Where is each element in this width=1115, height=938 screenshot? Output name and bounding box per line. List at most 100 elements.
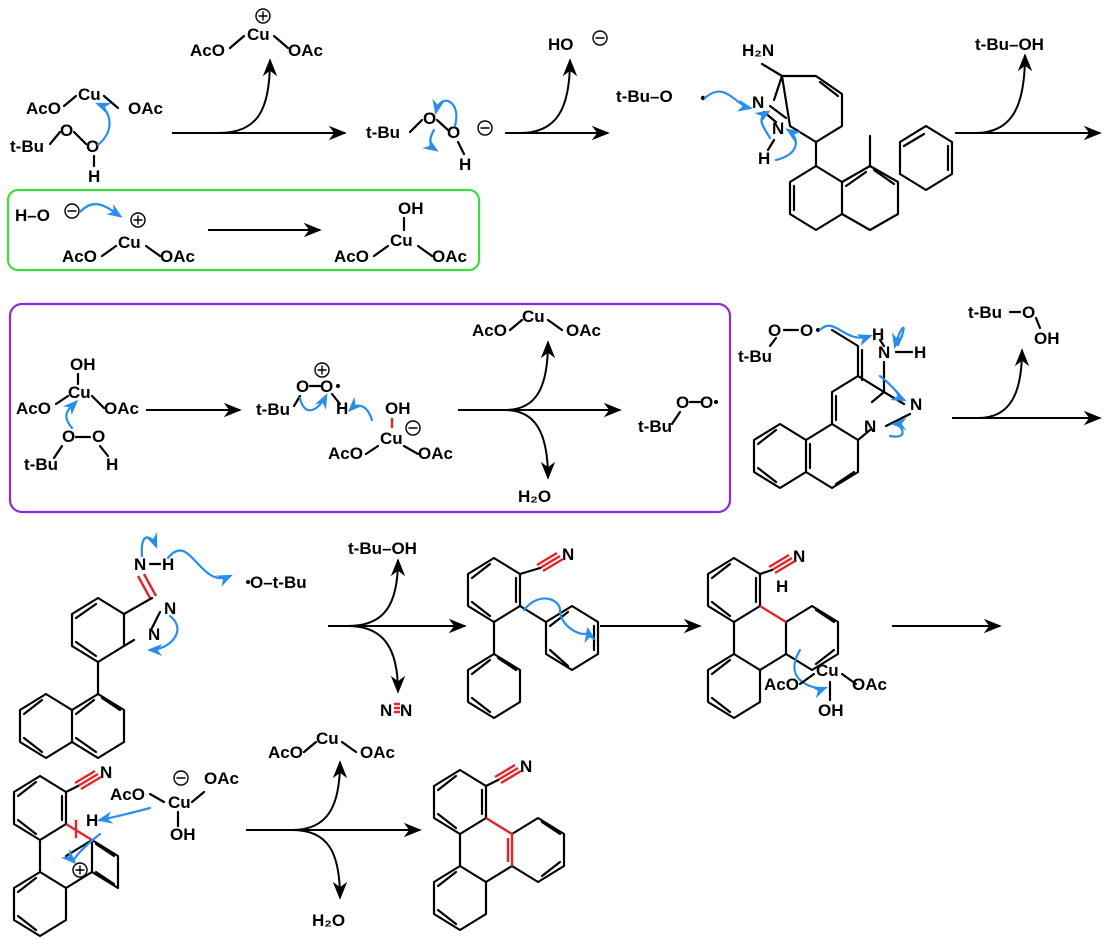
o2-label: O xyxy=(86,137,99,156)
oac-label: OAc xyxy=(418,444,453,463)
cn-n-label: N xyxy=(793,547,805,566)
n-label: N xyxy=(134,555,146,574)
aminoindazole-substrate: t-Bu–O H₂N N N H xyxy=(616,41,954,232)
cu-label: Cu xyxy=(78,85,101,104)
oac-label: OAc xyxy=(104,399,139,418)
oac-label: OAc xyxy=(128,99,163,118)
aco-label: AcO xyxy=(328,444,363,463)
cu-label: Cu xyxy=(118,233,141,252)
n2-gas-label: N xyxy=(380,701,392,720)
cn-n-label: N xyxy=(100,763,112,782)
o6-label: O xyxy=(700,393,713,412)
oh-label: OH xyxy=(818,701,844,720)
o1-label: O xyxy=(768,321,781,340)
arrow-1: AcO Cu OAc xyxy=(172,8,347,141)
row-1-initiation: AcO Cu OAc t-Bu O O H AcO Cu OAc t-Bu O xyxy=(10,8,1102,232)
h-label: H xyxy=(872,325,884,344)
green-box-hydroxide-capture: H–O Cu AcO OAc OH Cu AcO OAc xyxy=(6,188,481,272)
h-label: H xyxy=(336,399,348,418)
oh-label: OH xyxy=(70,355,96,374)
n2-gas-label-2: N xyxy=(400,701,412,720)
h2-label: H xyxy=(914,343,926,362)
h-label: H xyxy=(106,455,118,474)
n1-label: N xyxy=(752,93,764,112)
tbu-label: t-Bu xyxy=(10,137,44,156)
cu-label: Cu xyxy=(816,661,839,680)
tbu-label: t-Bu xyxy=(256,400,290,419)
row-2-hydrogen-abstraction: t-Bu O O H N H N N t-Bu O OH xyxy=(738,303,1102,490)
aco-label: AcO xyxy=(334,247,369,266)
o5-label: O xyxy=(676,393,689,412)
n-label: N xyxy=(878,343,890,362)
h-label: H xyxy=(776,577,788,596)
tbuooh-anion: t-Bu O O H xyxy=(366,98,493,174)
tbu-label: t-Bu xyxy=(738,347,772,366)
cu-label: Cu xyxy=(380,429,403,448)
tbuoh-label: t-Bu–OH xyxy=(348,539,417,558)
purple-box-peroxyl-formation: OH Cu AcO OAc O O t-Bu H t-Bu O O H OH C… xyxy=(8,302,732,514)
row-4-rearomatization: N H AcO Cu OAc OH AcO Cu OAc H₂O N xyxy=(12,729,566,938)
cn-n-label: N xyxy=(520,757,532,776)
aco-label: AcO xyxy=(26,99,61,118)
o3-label: O xyxy=(1022,303,1035,322)
cu-label: Cu xyxy=(316,729,339,748)
cu-plus-label: Cu xyxy=(247,25,270,44)
oac-label: OAc xyxy=(852,675,887,694)
arrow-2: HO xyxy=(505,30,610,141)
aco-label: AcO xyxy=(472,321,507,340)
h-label: H xyxy=(162,555,174,574)
ho-label: H–O xyxy=(15,206,50,225)
h-label: H xyxy=(459,155,471,174)
tbu-label: t-Bu xyxy=(24,455,58,474)
cu-oac2-tbuooh: AcO Cu OAc t-Bu O O H xyxy=(10,85,163,186)
aco-label: AcO xyxy=(190,41,225,60)
n2-label: N xyxy=(910,395,922,414)
o1-label: O xyxy=(60,121,73,140)
o2-label: O xyxy=(800,321,813,340)
oac-label: OAc xyxy=(204,769,239,788)
o2-label: O xyxy=(447,123,460,142)
o2-label: O xyxy=(92,427,105,446)
aco-label: AcO xyxy=(62,247,97,266)
cu-label: Cu xyxy=(168,793,191,812)
water-label: H₂O xyxy=(312,911,345,930)
n3-label: N xyxy=(148,625,160,644)
o1-label: O xyxy=(62,427,75,446)
oac-label: OAc xyxy=(160,247,195,266)
tbu-label: t-Bu xyxy=(968,303,1002,322)
o4-label: O xyxy=(320,377,333,396)
o1-label: O xyxy=(423,109,436,128)
oac-label: OAc xyxy=(288,41,323,60)
cu-label: Cu xyxy=(68,383,91,402)
cu-label: Cu xyxy=(390,231,413,250)
oac-label: OAc xyxy=(360,743,395,762)
otbu-label: O–t-Bu xyxy=(250,573,307,592)
row-3-denitrogenation-cyclization: N H O–t-Bu N N t-Bu–OH N N N N H xyxy=(18,532,1002,760)
tbu-label: t-Bu xyxy=(366,123,400,142)
tbuo-label: t-Bu–O xyxy=(616,87,673,106)
arrow-3: t-Bu–OH xyxy=(955,35,1102,141)
tbu-label: t-Bu xyxy=(638,417,672,436)
cu-label: Cu xyxy=(522,307,545,326)
o3-label: O xyxy=(296,377,309,396)
aco-label: AcO xyxy=(268,743,303,762)
tbuoh-label: t-Bu–OH xyxy=(975,35,1044,54)
h-label: H xyxy=(88,167,100,186)
aco-label: AcO xyxy=(764,675,799,694)
h2n-label: H₂N xyxy=(742,41,774,60)
n2-label: N xyxy=(772,119,784,138)
oh-label: OH xyxy=(398,199,424,218)
h-label: H xyxy=(86,811,98,830)
h-label: H xyxy=(758,149,770,168)
n2-label: N xyxy=(164,599,176,618)
oh-label: OH xyxy=(385,399,411,418)
hydroxide-label: HO xyxy=(548,35,574,54)
aco-label: AcO xyxy=(16,399,51,418)
oac-label: OAc xyxy=(566,321,601,340)
oh-label: OH xyxy=(1034,329,1060,348)
aco-label: AcO xyxy=(110,785,145,804)
oac-label: OAc xyxy=(432,247,467,266)
oh-label: OH xyxy=(170,825,196,844)
cn-n-label: N xyxy=(562,545,574,564)
